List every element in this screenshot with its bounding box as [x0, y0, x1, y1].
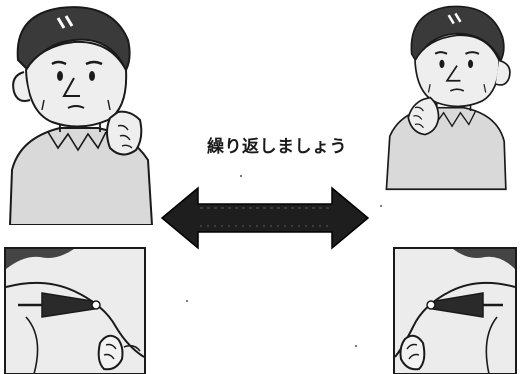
- right-figure: [378, 0, 521, 225]
- cheek-massage-closeup-icon: [393, 247, 517, 374]
- right-closeup: [393, 247, 517, 374]
- double-arrow-icon: [160, 186, 370, 250]
- left-closeup: [4, 247, 146, 374]
- man-touching-cheek-icon: [385, 5, 511, 191]
- left-figure: [0, 0, 170, 225]
- scan-speck: [186, 300, 188, 302]
- scan-speck: [355, 345, 357, 347]
- man-touching-cheek-icon: [8, 6, 154, 225]
- repeat-caption: 繰り返しましょう: [207, 137, 347, 157]
- scan-speck: [240, 175, 242, 177]
- cheek-massage-closeup-icon: [4, 247, 146, 374]
- scan-speck: [380, 205, 382, 207]
